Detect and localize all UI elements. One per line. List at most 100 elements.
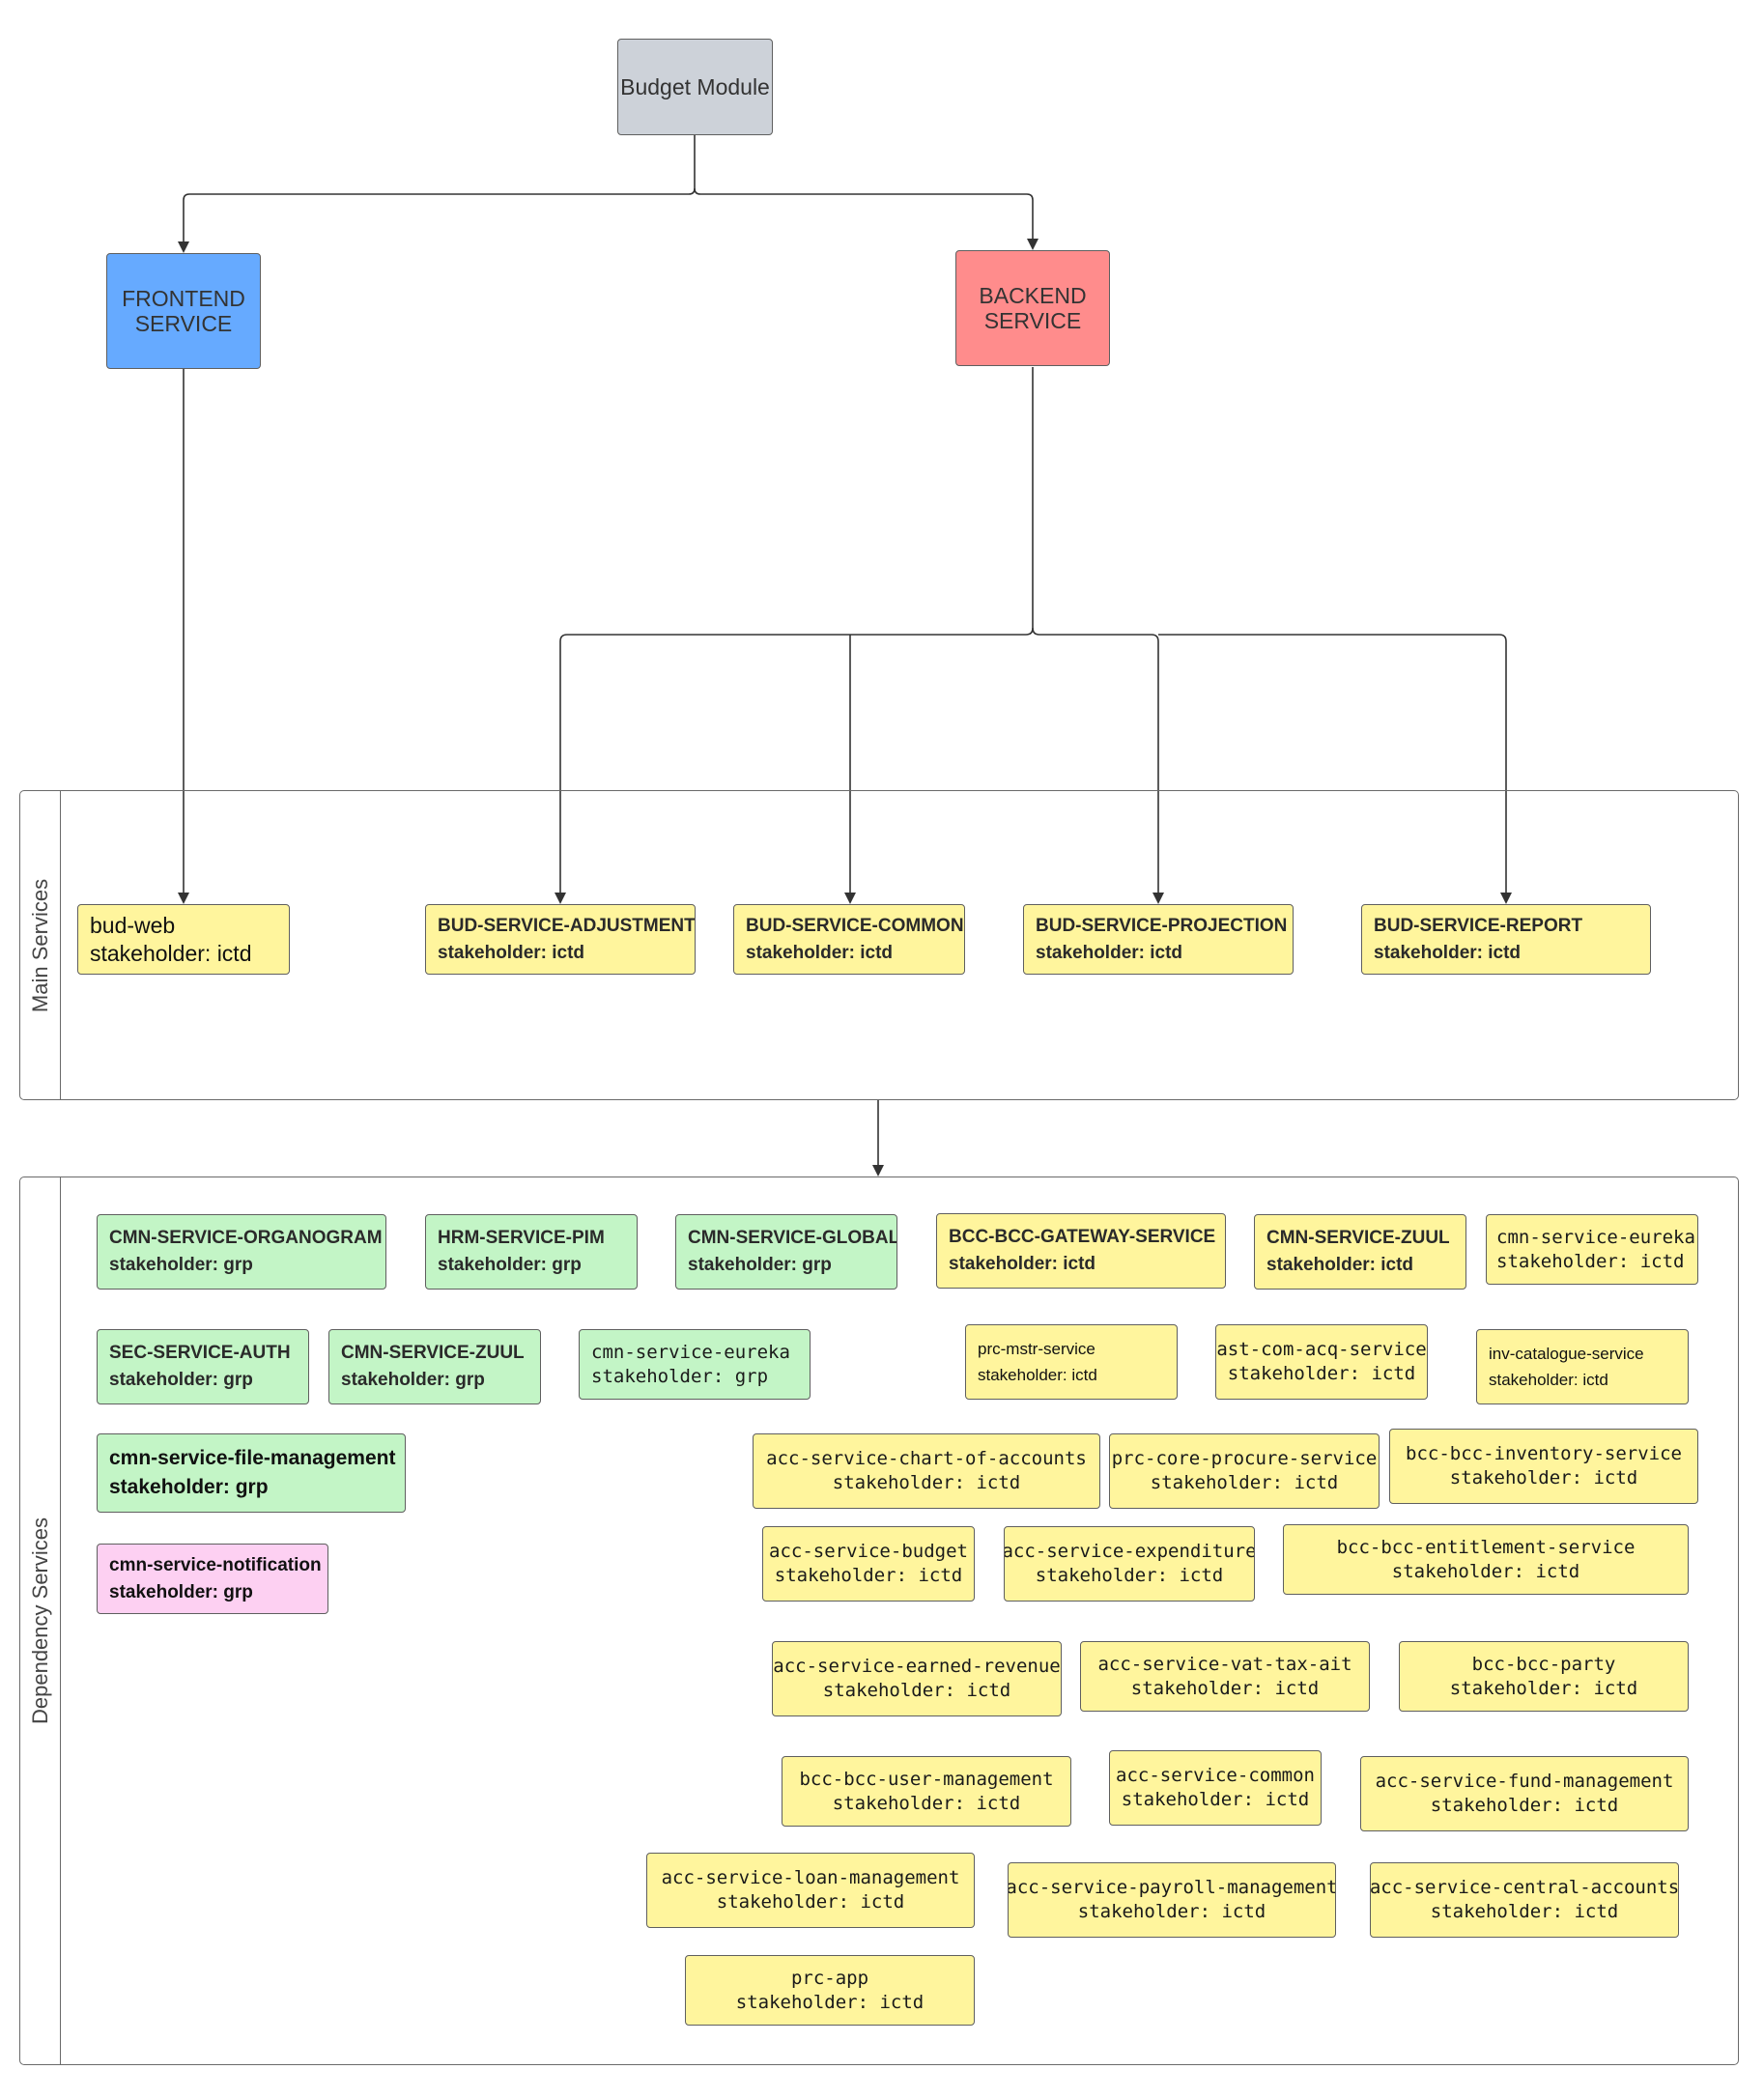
dependency-card: CMN-SERVICE-ORGANOGRAM stakeholder: grp <box>97 1214 386 1290</box>
dependency-card: acc-service-expenditure stakeholder: ict… <box>1004 1526 1255 1602</box>
dependency-name: CMN-SERVICE-ZUUL <box>341 1343 525 1364</box>
dependency-stakeholder: stakeholder: ictd <box>774 1565 963 1586</box>
dependency-name: cmn-service-eureka <box>1496 1226 1695 1248</box>
edge-backend-report <box>1158 634 1512 904</box>
main-services-lane: Main Services <box>19 790 1739 1100</box>
service-stakeholder: stakeholder: ictd <box>1374 942 1522 963</box>
dependency-card: CMN-SERVICE-GLOBAL stakeholder: grp <box>675 1214 897 1290</box>
dependency-stakeholder: stakeholder: ictd <box>978 1366 1097 1384</box>
dependency-name: prc-mstr-service <box>978 1339 1095 1358</box>
dependency-stakeholder: stakeholder: grp <box>591 1365 769 1387</box>
dependency-stakeholder: stakeholder: ictd <box>716 1891 905 1913</box>
dependency-card: prc-mstr-service stakeholder: ictd <box>965 1324 1178 1400</box>
frontend-service-label: FRONTEND SERVICE <box>122 285 245 336</box>
dependency-services-lane: Dependency Services <box>19 1177 1739 2065</box>
service-card: BUD-SERVICE-REPORT stakeholder: ictd <box>1361 904 1651 975</box>
dependency-stakeholder: stakeholder: ictd <box>735 1991 925 2013</box>
edge-root-frontend <box>178 135 696 253</box>
dependency-card: acc-service-payroll-management stakehold… <box>1008 1862 1336 1938</box>
dependency-name: bcc-bcc-party <box>1471 1653 1616 1675</box>
dependency-card: HRM-SERVICE-PIM stakeholder: grp <box>425 1214 638 1290</box>
service-name: BUD-SERVICE-COMMON <box>746 915 964 936</box>
dependency-card: prc-app stakeholder: ictd <box>685 1955 975 2026</box>
dependency-name: BCC-BCC-GATEWAY-SERVICE <box>949 1227 1216 1248</box>
dependency-name: acc-service-vat-tax-ait <box>1097 1653 1352 1675</box>
dependency-card: acc-service-central-accounts stakeholder… <box>1370 1862 1679 1938</box>
service-card: BUD-SERVICE-COMMON stakeholder: ictd <box>733 904 965 975</box>
dependency-stakeholder: stakeholder: ictd <box>1035 1565 1224 1586</box>
dependency-card: cmn-service-eureka stakeholder: ictd <box>1486 1214 1698 1285</box>
dependency-name: acc-service-budget <box>769 1541 968 1563</box>
dependency-card: acc-service-loan-management stakeholder:… <box>646 1853 975 1928</box>
dependency-name: CMN-SERVICE-ZUUL <box>1266 1228 1450 1249</box>
service-stakeholder: stakeholder: ictd <box>1036 942 1183 963</box>
main-services-lane-title: Main Services <box>27 878 52 1012</box>
dependency-stakeholder: stakeholder: ictd <box>822 1680 1011 1701</box>
dependency-name: SEC-SERVICE-AUTH <box>109 1343 291 1364</box>
service-name: bud-web <box>90 912 176 938</box>
dependency-name: cmn-service-file-management <box>109 1447 396 1470</box>
dependency-card: SEC-SERVICE-AUTH stakeholder: grp <box>97 1329 309 1404</box>
dependency-card: acc-service-chart-of-accounts stakeholde… <box>753 1433 1100 1509</box>
dependency-name: cmn-service-eureka <box>591 1341 790 1363</box>
budget-module-label: Budget Module <box>620 73 770 99</box>
service-stakeholder: stakeholder: ictd <box>90 940 252 966</box>
dependency-stakeholder: stakeholder: ictd <box>1449 1677 1638 1699</box>
service-stakeholder: stakeholder: ictd <box>746 942 894 963</box>
dependency-card: bcc-bcc-entitlement-service stakeholder:… <box>1283 1524 1689 1595</box>
dependency-name: HRM-SERVICE-PIM <box>438 1228 605 1249</box>
dependency-card: acc-service-budget stakeholder: ictd <box>762 1526 975 1602</box>
edge-root-backend <box>694 187 1038 250</box>
edge-backend-projection <box>1032 627 1164 904</box>
dependency-card: bcc-bcc-user-management stakeholder: ict… <box>782 1756 1071 1827</box>
dependency-stakeholder: stakeholder: grp <box>109 1581 253 1602</box>
dependency-name: acc-service-payroll-management <box>1008 1877 1336 1899</box>
dependency-card: bcc-bcc-party stakeholder: ictd <box>1399 1641 1689 1712</box>
dependency-stakeholder: stakeholder: ictd <box>1266 1255 1414 1275</box>
dependency-name: prc-core-procure-service <box>1111 1448 1378 1470</box>
dependency-stakeholder: stakeholder: ictd <box>1430 1901 1619 1922</box>
dependency-name: bcc-bcc-inventory-service <box>1406 1443 1682 1465</box>
dependency-stakeholder: stakeholder: ictd <box>1130 1677 1320 1699</box>
dependency-name: acc-service-earned-revenue <box>773 1656 1061 1678</box>
dependency-name: acc-service-expenditure <box>1004 1541 1255 1563</box>
service-stakeholder: stakeholder: ictd <box>438 942 585 963</box>
dependency-card: acc-service-common stakeholder: ictd <box>1109 1750 1322 1826</box>
dependency-name: bcc-bcc-entitlement-service <box>1336 1536 1636 1558</box>
dependency-stakeholder: stakeholder: grp <box>109 1370 253 1390</box>
dependency-stakeholder: stakeholder: grp <box>109 1255 253 1275</box>
dependency-name: ast-com-acq-service <box>1216 1339 1427 1361</box>
dependency-name: acc-service-loan-management <box>661 1867 960 1889</box>
dependency-stakeholder: stakeholder: ictd <box>1121 1789 1310 1810</box>
dependency-name: acc-service-chart-of-accounts <box>766 1448 1087 1470</box>
dependency-card: acc-service-fund-management stakeholder:… <box>1360 1756 1689 1831</box>
dependency-card: cmn-service-notification stakeholder: gr… <box>97 1544 328 1614</box>
dependency-stakeholder: stakeholder: ictd <box>1391 1560 1580 1582</box>
service-card: bud-web stakeholder: ictd <box>77 904 290 975</box>
main-services-lane-header: Main Services <box>20 791 61 1099</box>
dependency-name: bcc-bcc-user-management <box>799 1768 1054 1790</box>
dependency-name: prc-app <box>790 1967 869 1989</box>
service-name: BUD-SERVICE-REPORT <box>1374 915 1583 936</box>
budget-module-node: Budget Module <box>617 39 773 135</box>
backend-service-label: BACKEND SERVICE <box>979 282 1087 333</box>
dependency-stakeholder: stakeholder: ictd <box>1496 1250 1685 1272</box>
dependency-services-lane-title: Dependency Services <box>27 1517 52 1725</box>
service-card: BUD-SERVICE-ADJUSTMENT stakeholder: ictd <box>425 904 696 975</box>
dependency-services-lane-header: Dependency Services <box>20 1177 61 2064</box>
service-name: BUD-SERVICE-ADJUSTMENT <box>438 915 696 936</box>
dependency-stakeholder: stakeholder: ictd <box>949 1254 1096 1274</box>
dependency-stakeholder: stakeholder: ictd <box>1430 1795 1619 1816</box>
service-name: BUD-SERVICE-PROJECTION <box>1036 915 1288 936</box>
dependency-stakeholder: stakeholder: grp <box>688 1255 832 1275</box>
dependency-card: BCC-BCC-GATEWAY-SERVICE stakeholder: ict… <box>936 1213 1226 1289</box>
dependency-stakeholder: stakeholder: grp <box>438 1255 582 1275</box>
backend-service-node: BACKEND SERVICE <box>955 250 1110 366</box>
dependency-name: acc-service-central-accounts <box>1370 1877 1679 1899</box>
dependency-name: CMN-SERVICE-ORGANOGRAM <box>109 1228 383 1249</box>
frontend-service-node: FRONTEND SERVICE <box>106 253 261 369</box>
dependency-card: cmn-service-eureka stakeholder: grp <box>579 1329 811 1400</box>
dependency-card: CMN-SERVICE-ZUUL stakeholder: grp <box>328 1329 541 1404</box>
dependency-name: acc-service-common <box>1116 1765 1315 1787</box>
dependency-stakeholder: stakeholder: ictd <box>832 1792 1021 1814</box>
